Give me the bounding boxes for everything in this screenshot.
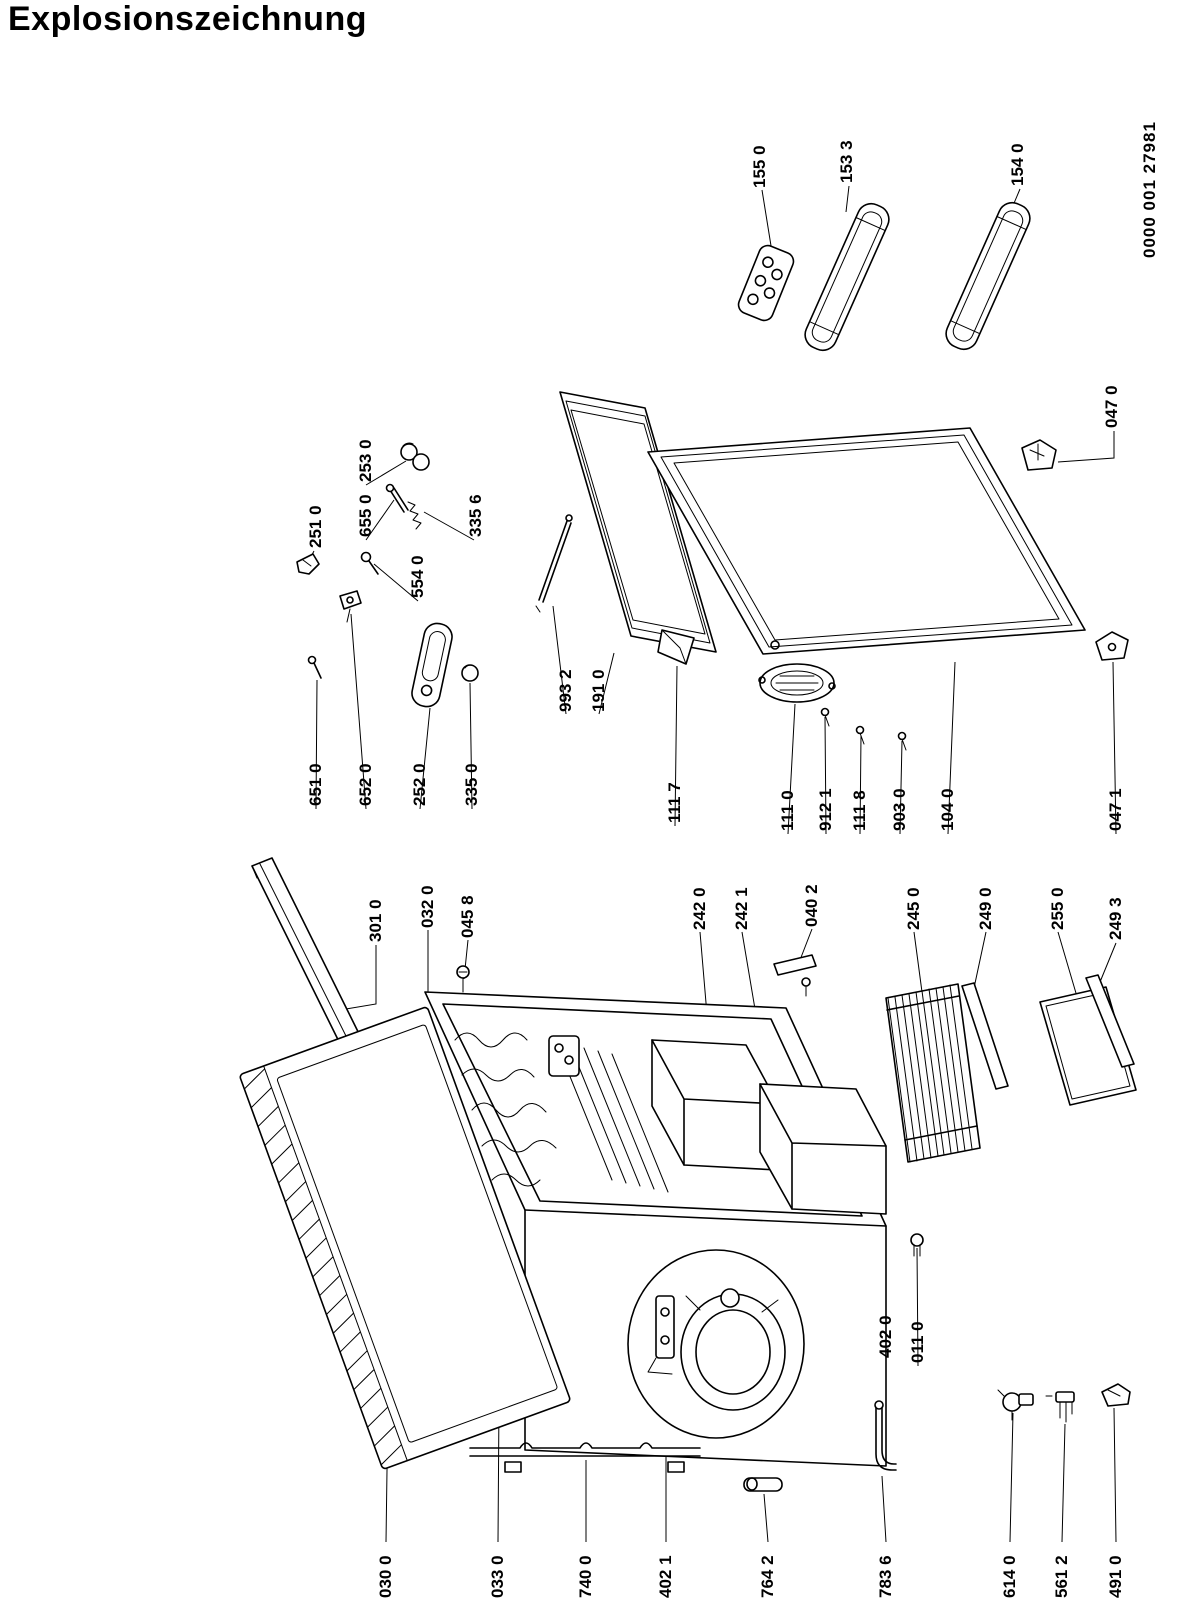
screw-554 xyxy=(360,551,379,575)
bracket-652 xyxy=(339,590,362,623)
part-label-047-1: 047 1 xyxy=(1106,788,1125,831)
cap-253 xyxy=(400,442,430,471)
vent-grille xyxy=(758,663,836,703)
part-label-111-0: 111 0 xyxy=(778,790,797,831)
valve-unit-1 xyxy=(997,1389,1034,1421)
spring-335 xyxy=(407,501,422,530)
part-label-033-0: 033 0 xyxy=(488,1555,507,1598)
lock-assembly xyxy=(411,622,453,708)
hinge-bracket-top xyxy=(773,954,817,997)
part-label-154-0: 154 0 xyxy=(1008,143,1027,186)
leader-lines xyxy=(305,185,1117,1543)
knob-335 xyxy=(461,664,479,682)
part-label-253-0: 253 0 xyxy=(356,439,375,482)
screw-1118 xyxy=(855,725,865,745)
part-label-155-0: 155 0 xyxy=(750,145,769,188)
part-label-764-2: 764 2 xyxy=(758,1555,777,1598)
part-label-402-1: 402 1 xyxy=(656,1555,675,1598)
part-labels: 155 0 153 3 154 0 047 0 253 0 251 0 655 … xyxy=(306,140,1125,1598)
door-handle-1 xyxy=(804,202,890,352)
mounting-bracket xyxy=(647,1295,675,1375)
door-handle-2 xyxy=(945,201,1031,351)
hinge-top xyxy=(1021,439,1057,471)
part-label-251-0: 251 0 xyxy=(306,505,325,548)
hinge-bottom xyxy=(1095,631,1129,661)
part-label-255-0: 255 0 xyxy=(1048,887,1067,930)
part-label-153-3: 153 3 xyxy=(837,140,856,183)
part-label-047-0: 047 0 xyxy=(1102,385,1121,428)
insulation-liner xyxy=(454,1032,557,1187)
valve-unit-2 xyxy=(1045,1391,1075,1423)
grommet xyxy=(910,1233,924,1257)
part-label-249-3: 249 3 xyxy=(1106,897,1125,940)
screw-912 xyxy=(820,707,830,727)
part-label-011-0: 011 0 xyxy=(908,1321,927,1363)
part-label-783-6: 783 6 xyxy=(876,1555,895,1598)
part-label-614-0: 614 0 xyxy=(1000,1555,1019,1598)
drain-hose xyxy=(874,1400,897,1471)
part-label-245-0: 245 0 xyxy=(904,887,923,930)
sensor-rod xyxy=(535,514,573,613)
part-label-111-7: 111 7 xyxy=(665,782,684,823)
part-label-335-0: 335 0 xyxy=(462,763,481,806)
part-label-651-0: 651 0 xyxy=(306,763,325,806)
handle-end-cap xyxy=(737,244,795,322)
corner-bracket xyxy=(1101,1383,1131,1407)
document-number: 0000 001 27981 xyxy=(1140,121,1159,258)
thermostat-housing xyxy=(548,1035,580,1077)
screw-045 xyxy=(456,965,470,993)
part-label-554-0: 554 0 xyxy=(408,555,427,598)
part-label-111-8: 111 8 xyxy=(850,790,869,831)
part-label-301-0: 301 0 xyxy=(366,899,385,942)
part-label-030-0: 030 0 xyxy=(376,1555,395,1598)
trim-strip-1 xyxy=(961,982,1009,1090)
page-title: Explosionszeichnung xyxy=(8,0,367,38)
part-label-242-1: 242 1 xyxy=(732,887,751,930)
pin-655 xyxy=(385,483,409,513)
condenser-grille xyxy=(885,983,981,1163)
part-label-491-0: 491 0 xyxy=(1106,1555,1125,1598)
part-label-249-0: 249 0 xyxy=(976,887,995,930)
part-label-993-2: 993 2 xyxy=(556,669,575,712)
part-label-655-0: 655 0 xyxy=(356,494,375,537)
part-label-040-2: 040 2 xyxy=(802,884,821,927)
screw-903 xyxy=(897,731,907,751)
front-door-panel xyxy=(239,1006,571,1470)
part-label-903-0: 903 0 xyxy=(890,788,909,831)
part-label-104-0: 104 0 xyxy=(938,788,957,831)
drip-tube xyxy=(469,1442,701,1473)
door-outer-panel xyxy=(647,427,1086,655)
pin-651 xyxy=(307,655,322,679)
part-label-740-0: 740 0 xyxy=(576,1555,595,1598)
part-label-335-6: 335 6 xyxy=(466,494,485,537)
hinge-cover xyxy=(657,629,695,665)
roller xyxy=(743,1477,783,1492)
evaporator-fins xyxy=(555,1041,669,1193)
part-label-912-1: 912 1 xyxy=(816,788,835,831)
part-label-191-0: 191 0 xyxy=(589,669,608,712)
part-label-242-0: 242 0 xyxy=(690,887,709,930)
part-label-045-8: 045 8 xyxy=(458,895,477,938)
part-label-402-0: 402 0 xyxy=(876,1315,895,1358)
door-gasket xyxy=(559,391,717,653)
trim-strip-2 xyxy=(1085,974,1135,1068)
part-label-252-0: 252 0 xyxy=(410,763,429,806)
clip-251 xyxy=(296,553,320,575)
compressor xyxy=(680,1288,786,1411)
part-label-652-0: 652 0 xyxy=(356,763,375,806)
part-label-032-0: 032 0 xyxy=(418,885,437,928)
part-label-561-2: 561 2 xyxy=(1052,1555,1071,1598)
storage-bin-2 xyxy=(759,1083,887,1215)
